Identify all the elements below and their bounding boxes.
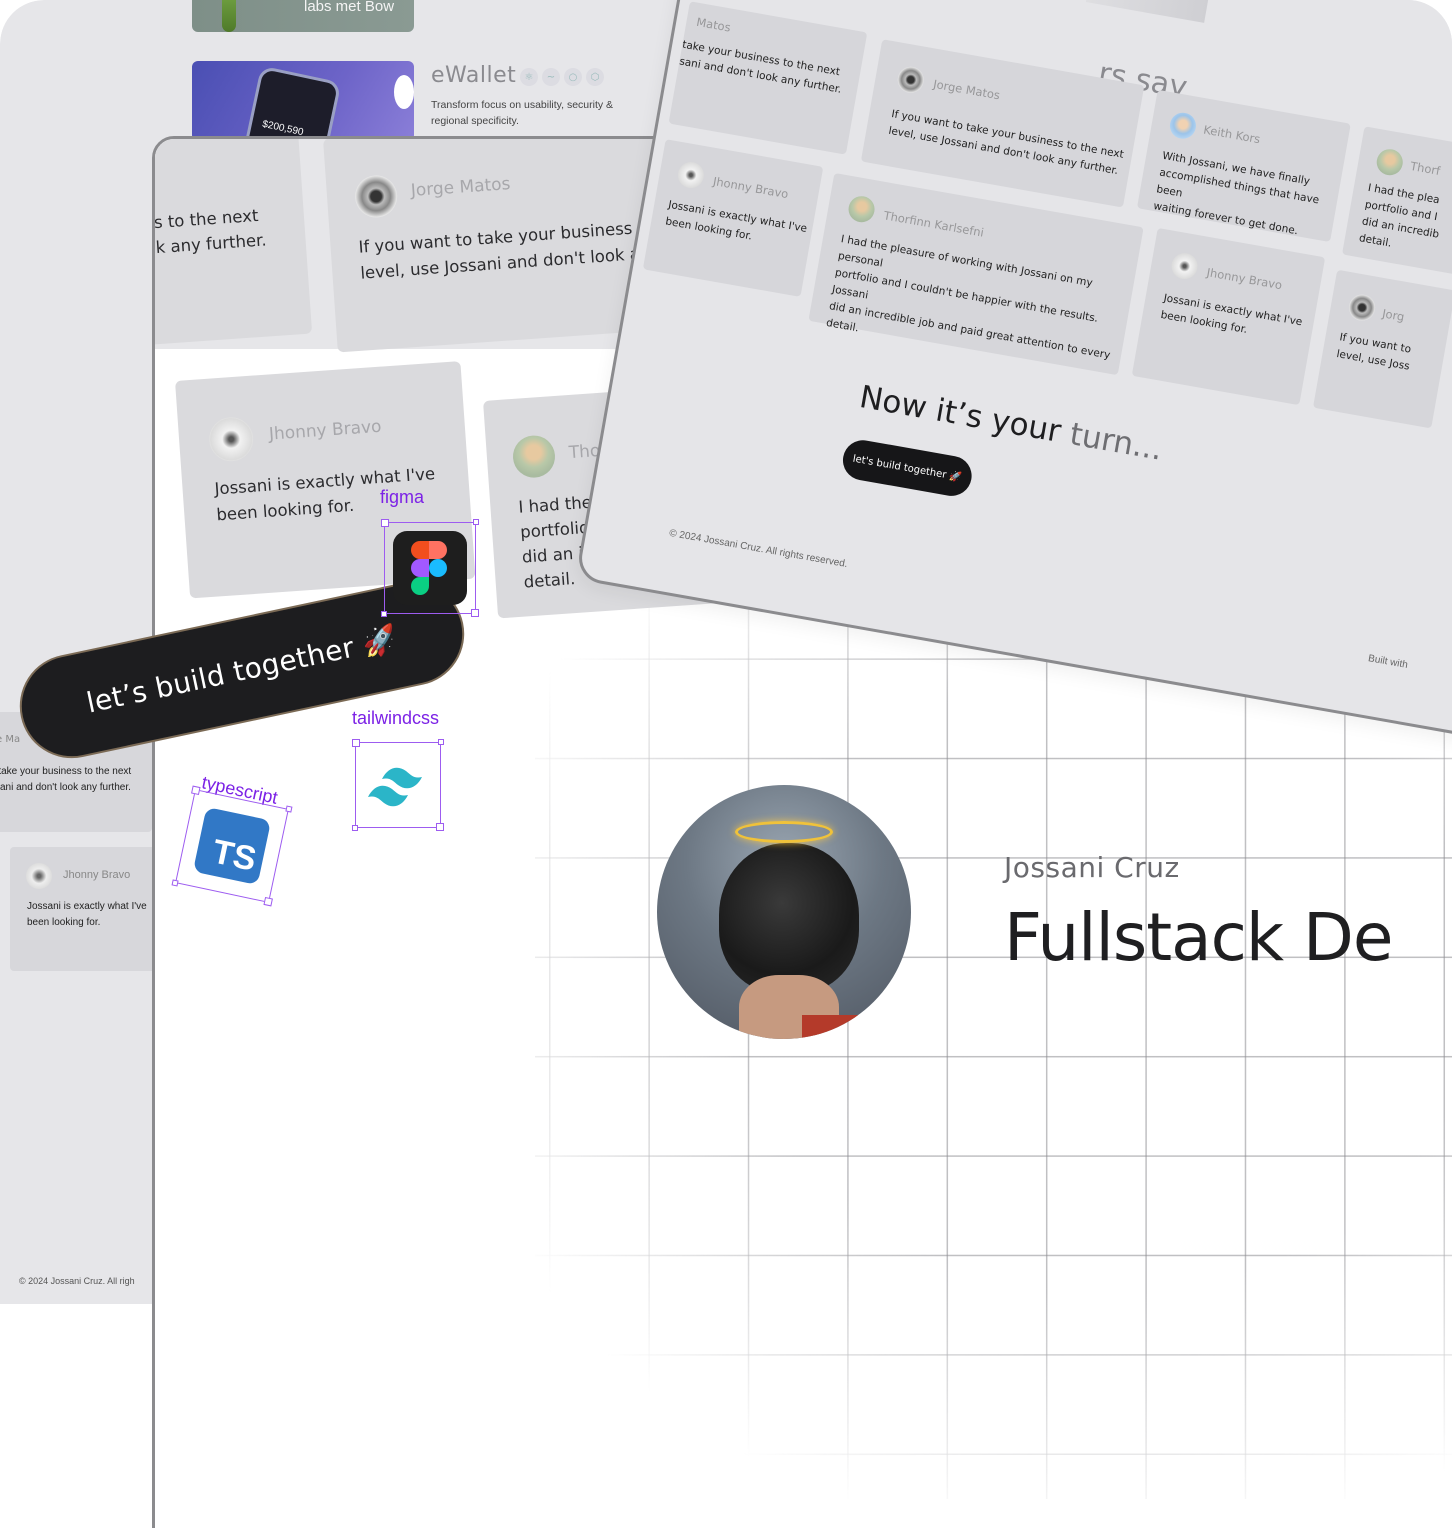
tailwind-badge[interactable]	[352, 739, 444, 831]
avatar	[207, 415, 255, 463]
testimonial-card: Thorfinn Karlsefni I had the pleasure of…	[808, 172, 1144, 376]
mosaic-decoration	[1085, 0, 1212, 23]
ewallet-description: Transform focus on usability, security &…	[431, 99, 614, 127]
labs-thumbnail-text: labs met Bow	[304, 0, 395, 15]
testimonial-card-partial: s to the next k any further.	[153, 139, 313, 349]
testimonial-text: If you want to take your business to the…	[887, 108, 1125, 178]
avatar	[1347, 292, 1378, 323]
red-cloth	[802, 1015, 862, 1039]
tailwind-icon	[368, 767, 422, 807]
testimonial-name: Jhonny Bravo	[1205, 265, 1284, 293]
testimonial-name: Jorge Matos	[410, 174, 512, 201]
testimonial-card: Jhonny Bravo Jossani is exactly what I'v…	[1131, 227, 1326, 406]
selection-handle[interactable]	[438, 739, 444, 745]
ewallet-tech-icons: ⚛ ~ ○ ⬡	[520, 68, 604, 86]
hero-name: Jossani Cruz	[1004, 851, 1180, 884]
testimonial-card: Matos take your business to the next san…	[668, 1, 868, 155]
selection-handle[interactable]	[352, 825, 358, 831]
cta-button[interactable]: let's build together 🚀	[839, 437, 975, 500]
typescript-badge[interactable]: TS	[171, 789, 293, 903]
avatar	[511, 434, 557, 479]
avatar	[895, 64, 926, 95]
testimonial-text: I had the pleasure of working with Jossa…	[825, 233, 1112, 362]
cta-heading-text: Now it’s your	[856, 379, 1074, 452]
testimonial-card-jhonny: Jhonny Bravo Jossani is exactly what I'v…	[10, 847, 160, 971]
avatar	[1374, 147, 1405, 178]
footer-built-with: Built with	[1367, 653, 1409, 671]
hero-avatar	[657, 785, 911, 1039]
testimonial-text: I had the plea portfolio and I did an in…	[1358, 181, 1441, 250]
hero-title-text: Fullstack De	[1004, 899, 1393, 976]
avatar	[1169, 251, 1200, 282]
figma-label: figma	[380, 487, 425, 507]
avatar	[846, 194, 877, 225]
avatar	[353, 174, 399, 219]
ewallet-logo-icon	[394, 75, 414, 109]
statue-head	[719, 843, 859, 993]
testimonial-text: Jossani is exactly what I've been lookin…	[1159, 292, 1304, 336]
testimonial-name: e Ma	[0, 734, 21, 745]
testimonial-name: Jhonny Bravo	[268, 416, 383, 445]
avatar	[26, 863, 52, 889]
react-icon: ⚛	[520, 68, 538, 86]
testimonial-text: take your business to the next sani and …	[678, 38, 843, 96]
tailwind-label: tailwindcss	[352, 708, 440, 728]
selection-handle[interactable]	[473, 519, 479, 525]
testimonial-name: Matos	[695, 14, 732, 35]
tailwind-icon: ~	[542, 68, 560, 86]
avatar	[1167, 110, 1198, 141]
halo-icon	[735, 821, 833, 843]
hero-title: Fullstack De	[1004, 899, 1393, 976]
testimonial-text: Jossani is exactly what I've been lookin…	[664, 198, 808, 243]
testimonial-text: If you want to level, use Joss	[1335, 331, 1412, 373]
figma-icon	[393, 531, 467, 605]
testimonial-name: Jhonny Bravo	[711, 174, 790, 202]
testimonial-text: o take your business to the next ssani a…	[0, 766, 132, 793]
testimonial-name: Jhonny Bravo	[63, 869, 131, 881]
testimonial-name: Thorf	[1409, 158, 1442, 178]
selection-handle[interactable]	[381, 611, 387, 617]
ewallet-project-thumbnail[interactable]: $200,590	[192, 61, 414, 141]
selection-handle[interactable]	[285, 805, 293, 813]
testimonial-card: Jhonny Bravo Jossani is exactly what I'v…	[642, 139, 824, 297]
testimonial-card: Jorg If you want to level, use Joss	[1312, 269, 1452, 429]
testimonial-name: Keith Kors	[1202, 122, 1262, 147]
testimonial-text: Jossani is exactly what I've been lookin…	[27, 901, 147, 928]
avatar	[675, 159, 706, 191]
testimonial-name: Jorg	[1381, 306, 1406, 324]
nextjs-icon: ○	[564, 68, 582, 86]
testimonial-name: Thorfinn Karlsefni	[882, 208, 985, 240]
ewallet-title[interactable]: eWallet	[431, 63, 517, 88]
back-copyright: © 2024 Jossani Cruz. All righ	[19, 1276, 135, 1286]
node-icon: ⬡	[586, 68, 604, 86]
footer-copyright: © 2024 Jossani Cruz. All rights reserved…	[668, 527, 849, 571]
figma-badge[interactable]	[381, 519, 479, 617]
plant-image	[222, 0, 236, 32]
cta-heading-faded: turn...	[1067, 416, 1166, 468]
testimonial-text: s to the next k any further.	[153, 205, 268, 258]
labs-project-thumbnail[interactable]: labs met Bow	[192, 0, 414, 32]
testimonial-card: Thorf I had the plea portfolio and I did…	[1342, 126, 1452, 276]
testimonial-card: Keith Kors With Jossani, we have finally…	[1136, 89, 1351, 243]
testimonial-name: Jorge Matos	[932, 76, 1002, 103]
selection-handle[interactable]	[171, 879, 179, 887]
typescript-icon: TS	[192, 806, 272, 886]
background-grid	[535, 559, 1452, 1499]
